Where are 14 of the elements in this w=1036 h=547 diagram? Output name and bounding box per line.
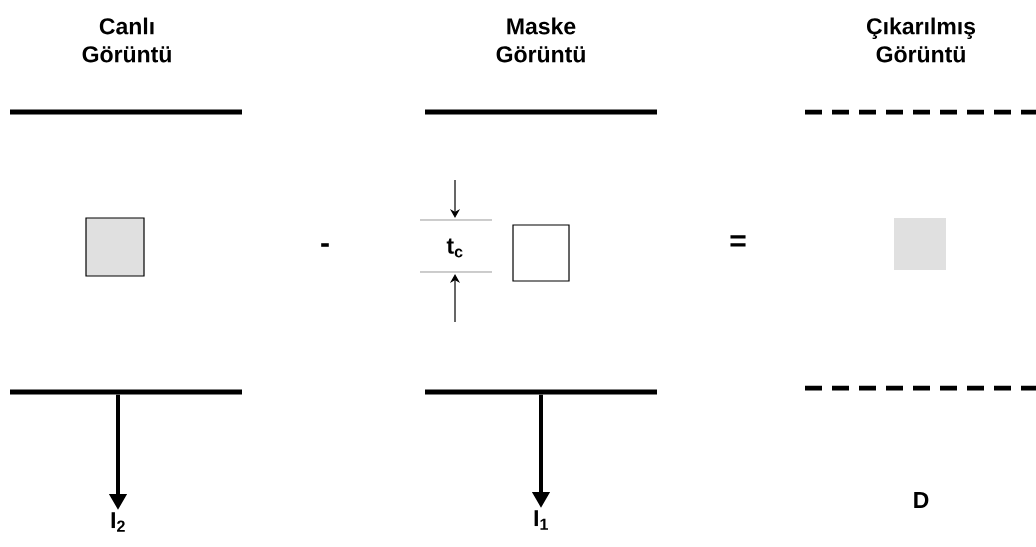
- dimension-label: t$_{c}$: [446, 238, 463, 258]
- output-label: I$_{2}$: [111, 512, 125, 532]
- output-label: I$_{1}$: [534, 510, 548, 530]
- square: [85, 217, 145, 277]
- operator-sign: -: [321, 243, 329, 247]
- panel-title: Çıkarılmış Görüntü: [867, 17, 976, 63]
- detector-bar: [425, 389, 657, 395]
- square: [894, 218, 946, 270]
- panel-title: Canlı Görüntü: [82, 17, 171, 63]
- panel-title: Maske Görüntü: [496, 17, 585, 63]
- operator-sign: =: [730, 235, 746, 247]
- detector-bar: [10, 389, 242, 395]
- image-label: D: [914, 492, 929, 508]
- square: [512, 224, 570, 282]
